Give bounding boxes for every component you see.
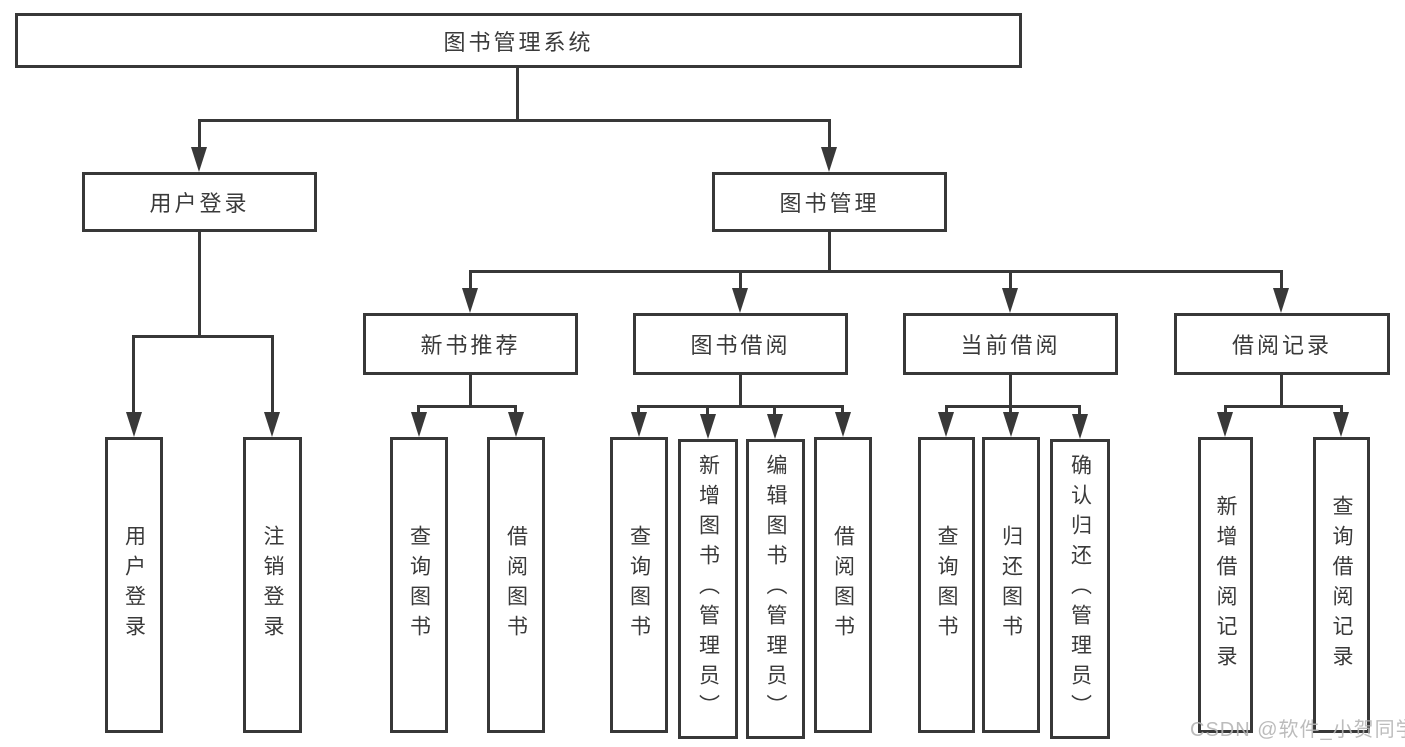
connector-line <box>198 119 831 122</box>
connector-line <box>469 270 1283 273</box>
connector-line <box>828 232 831 270</box>
connector-line <box>417 405 420 413</box>
csdn-watermark: CSDN @软件_小贺同学 <box>1190 719 1405 741</box>
leaf-recommend-borrow-books: 借阅图书 <box>487 437 545 733</box>
leaf-current-query-books-label: 查询图书 <box>935 525 958 645</box>
leaf-current-query-books: 查询图书 <box>918 437 975 733</box>
connector-line <box>516 68 519 119</box>
connector-line <box>945 405 1080 408</box>
connector-line <box>469 375 472 405</box>
arrowhead-icon <box>821 147 837 172</box>
leaf-logout: 注销登录 <box>243 437 302 733</box>
arrowhead-icon <box>126 412 142 437</box>
connector-line <box>739 375 742 405</box>
connector-line <box>1224 405 1227 413</box>
connector-line <box>1009 405 1012 413</box>
node-book-borrowing: 图书借阅 <box>633 313 848 375</box>
node-user-login: 用户登录 <box>82 172 317 232</box>
connector-line <box>198 232 201 335</box>
leaf-borrowing-borrow-books: 借阅图书 <box>814 437 872 733</box>
leaf-recommend-query-books-label: 查询图书 <box>407 525 431 645</box>
node-borrow-records-label: 借阅记录 <box>1231 333 1332 358</box>
connector-line <box>1009 375 1012 405</box>
leaf-logout-label: 注销登录 <box>261 525 284 645</box>
connector-line <box>828 119 831 148</box>
node-book-borrowing-label: 图书借阅 <box>690 333 791 358</box>
arrowhead-icon <box>1273 288 1289 313</box>
connector-line <box>132 335 135 413</box>
connector-line <box>1078 405 1081 415</box>
arrowhead-icon <box>938 412 954 437</box>
arrowhead-icon <box>508 412 524 437</box>
connector-line <box>271 335 274 413</box>
leaf-confirm-return-admin: 确认归还（管理员） <box>1050 439 1110 739</box>
connector-line <box>739 270 742 289</box>
leaf-borrowing-query-books-label: 查询图书 <box>627 525 651 645</box>
node-current-borrowing-label: 当前借阅 <box>960 333 1061 358</box>
node-root-label: 图书管理系统 <box>443 29 594 55</box>
connector-line <box>1009 270 1012 289</box>
node-current-borrowing: 当前借阅 <box>903 313 1118 375</box>
arrowhead-icon <box>631 412 647 437</box>
connector-line <box>637 405 640 413</box>
connector-line <box>469 270 472 289</box>
leaf-borrowing-borrow-books-label: 借阅图书 <box>831 525 855 645</box>
arrowhead-icon <box>1002 288 1018 313</box>
node-new-book-recommend-label: 新书推荐 <box>420 333 521 358</box>
leaf-return-books: 归还图书 <box>982 437 1040 733</box>
leaf-edit-books-admin: 编辑图书（管理员） <box>746 439 805 739</box>
connector-line <box>514 405 517 413</box>
node-book-management-label: 图书管理 <box>779 191 880 216</box>
connector-line <box>945 405 948 413</box>
node-book-management: 图书管理 <box>712 172 947 232</box>
leaf-add-borrow-record: 新增借阅记录 <box>1198 437 1253 733</box>
leaf-recommend-query-books: 查询图书 <box>390 437 448 733</box>
arrowhead-icon <box>767 414 783 439</box>
connector-line <box>198 119 201 148</box>
connector-line <box>637 405 844 408</box>
leaf-borrowing-query-books: 查询图书 <box>610 437 668 733</box>
arrowhead-icon <box>1333 412 1349 437</box>
leaf-add-borrow-record-label: 新增借阅记录 <box>1214 495 1237 675</box>
arrowhead-icon <box>411 412 427 437</box>
arrowhead-icon <box>462 288 478 313</box>
arrowhead-icon <box>1072 414 1088 439</box>
connector-line <box>132 335 273 338</box>
connector-line <box>1340 405 1343 413</box>
arrowhead-icon <box>835 412 851 437</box>
leaf-add-books-admin-label: 新增图书（管理员） <box>696 454 720 724</box>
leaf-recommend-borrow-books-label: 借阅图书 <box>504 525 528 645</box>
connector-line <box>1224 405 1342 408</box>
connector-line <box>1280 375 1283 405</box>
arrowhead-icon <box>1003 412 1019 437</box>
arrowhead-icon <box>191 147 207 172</box>
node-new-book-recommend: 新书推荐 <box>363 313 578 375</box>
leaf-user-login-label: 用户登录 <box>122 525 146 645</box>
leaf-return-books-label: 归还图书 <box>999 525 1023 645</box>
connector-line <box>417 405 517 408</box>
leaf-user-login: 用户登录 <box>105 437 163 733</box>
connector-line <box>841 405 844 413</box>
leaf-confirm-return-admin-label: 确认归还（管理员） <box>1068 454 1092 724</box>
arrowhead-icon <box>264 412 280 437</box>
leaf-query-borrow-record: 查询借阅记录 <box>1313 437 1370 733</box>
node-borrow-records: 借阅记录 <box>1174 313 1390 375</box>
leaf-edit-books-admin-label: 编辑图书（管理员） <box>764 454 787 724</box>
connector-line <box>773 405 776 415</box>
node-user-login-label: 用户登录 <box>149 191 250 216</box>
arrowhead-icon <box>700 414 716 439</box>
node-root: 图书管理系统 <box>15 13 1022 68</box>
leaf-add-books-admin: 新增图书（管理员） <box>678 439 738 739</box>
arrowhead-icon <box>1217 412 1233 437</box>
connector-line <box>1280 270 1283 289</box>
leaf-query-borrow-record-label: 查询借阅记录 <box>1330 495 1353 675</box>
connector-line <box>706 405 709 415</box>
arrowhead-icon <box>732 288 748 313</box>
